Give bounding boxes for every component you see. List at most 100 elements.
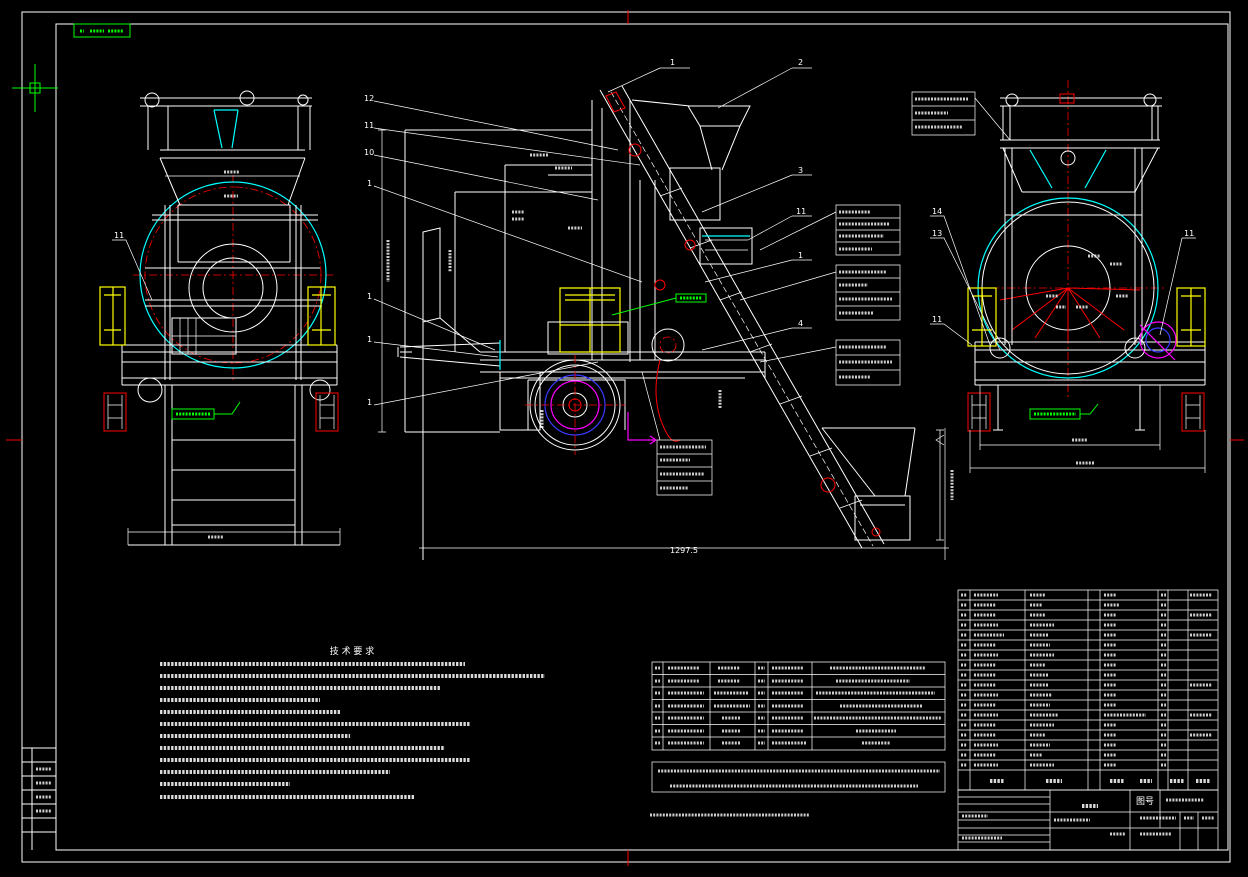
- side-view-water-tank-lines: [705, 239, 748, 251]
- callout-number: 13: [932, 229, 942, 238]
- end-view-legs: [993, 385, 1145, 431]
- front-view-yellow-details: [104, 287, 331, 345]
- parts-list: [957, 589, 1219, 791]
- title-block-grid: [957, 789, 1219, 851]
- front-view-drum-outline: [139, 181, 327, 369]
- side-view-top-callout-leaders: [607, 67, 812, 109]
- callout-number: 14: [932, 207, 942, 216]
- side-view-hose: [655, 359, 681, 442]
- drawing-number-label: 图号: [1136, 796, 1154, 807]
- note-box-text: [660, 445, 706, 490]
- remarks-box-text: [658, 769, 940, 788]
- front-view-wheel-treads: [107, 395, 335, 429]
- side-view-magenta-marker: [627, 412, 658, 445]
- note-box-text: [839, 270, 892, 315]
- crosshair-lines: [12, 64, 58, 112]
- note-box-text: [915, 97, 968, 129]
- side-view-pump: [651, 328, 685, 362]
- specifications-table-grid: [651, 661, 946, 751]
- end-view-blade-radials: [999, 287, 1141, 340]
- end-view-gear-marker: [1139, 324, 1176, 361]
- front-view-top-dimension-text: [224, 170, 240, 198]
- fastener-note-box-b: [739, 264, 901, 321]
- side-view-wheel-rim: [534, 364, 616, 446]
- sheet-frame: [6, 10, 1244, 866]
- end-view-gear-inner: [1145, 327, 1171, 353]
- callout-number: 11: [1184, 229, 1194, 238]
- note-box-grid: [641, 371, 713, 496]
- note-box-text: [839, 345, 892, 379]
- specifications-table: [651, 661, 946, 751]
- front-view-callout-leader: [112, 239, 153, 301]
- end-view-chute: [1029, 149, 1107, 189]
- front-view-dimension-line: [127, 528, 341, 545]
- side-view-water-tank: [699, 227, 753, 265]
- side-view-wheel-hub-ring: [550, 380, 600, 430]
- crosshair-cursor-icon: [12, 64, 58, 112]
- front-view-drum-opening-outer: [188, 243, 278, 333]
- front-view-chute: [213, 109, 239, 149]
- front-view: 11: [99, 90, 341, 546]
- callout-number: 1: [367, 335, 372, 344]
- end-view-wheel-right: [1181, 392, 1205, 432]
- parts-list-rows-text: [961, 593, 1212, 767]
- end-view-yellow-details: [972, 288, 1201, 346]
- specifications-table-text: [655, 666, 942, 745]
- callout-number: 11: [796, 207, 806, 216]
- fastener-note-box-d: [641, 371, 713, 496]
- side-view-left-dimension: [378, 129, 386, 433]
- binding-table-grid: [22, 747, 56, 850]
- front-view-motor-ribs: [172, 318, 236, 354]
- side-view-motor: [559, 287, 621, 353]
- end-view-roller-mid: [1060, 150, 1076, 166]
- end-view-gear: [1139, 321, 1177, 359]
- title-block-fields-text: [962, 814, 1214, 840]
- fastener-note-box-e: [911, 91, 1011, 141]
- side-view-wheel-centerlines: [525, 355, 625, 455]
- side-view-dimension-text: [448, 153, 722, 428]
- end-view-roller-right: [1143, 93, 1157, 107]
- callout-number: 1: [367, 179, 372, 188]
- end-view-roller-left: [1005, 93, 1019, 107]
- side-view-roller-2: [684, 239, 696, 251]
- technical-notes-heading: 技 术 要 求: [330, 645, 375, 657]
- binding-table-text: [36, 767, 52, 813]
- end-view-wheel-treads: [971, 395, 1201, 429]
- side-view-roller-5: [871, 527, 881, 537]
- side-view-motor-base: [547, 321, 629, 355]
- end-view-callout-leaders: [930, 215, 1196, 351]
- side-view-right-dimension: [935, 429, 945, 541]
- side-view: 1297.5: [364, 58, 954, 560]
- side-view-roller-4: [820, 477, 836, 493]
- callout-number: 12: [364, 94, 374, 103]
- note-box-grid: [759, 339, 901, 386]
- side-view-pump-core: [659, 336, 677, 354]
- parts-list-grid: [957, 589, 1219, 791]
- side-view-skip-track: [599, 85, 885, 549]
- front-view-hub-left: [137, 377, 163, 403]
- side-view-right-callout-leaders: [701, 174, 812, 351]
- side-view-track-pulley: [605, 91, 626, 113]
- note-box-grid: [759, 204, 901, 256]
- front-view-drum-hidden: [144, 186, 322, 364]
- callout-number: 1: [367, 398, 372, 407]
- side-view-lower-hopper: [821, 427, 916, 541]
- end-view-dimensions: [969, 385, 1206, 473]
- side-view-frame: [404, 100, 766, 433]
- front-view-roller-mid: [239, 90, 255, 106]
- callout-number: 1: [367, 292, 372, 301]
- end-view-frame: [1004, 148, 1143, 345]
- end-view-chassis: [974, 341, 1206, 386]
- end-view: 14 13 11 11: [911, 80, 1206, 473]
- sheet-border-outer: [21, 11, 1231, 863]
- front-view-hopper-frame: [140, 97, 312, 263]
- end-view-centerline: [975, 80, 1165, 400]
- front-view-ladder-stand: [128, 385, 340, 546]
- front-view-wheel-left: [103, 392, 127, 432]
- end-view-dimension-text: [1072, 438, 1094, 465]
- remarks-box: [651, 761, 946, 793]
- side-view-drawbar: [397, 342, 501, 367]
- end-view-wheel-left: [967, 392, 991, 432]
